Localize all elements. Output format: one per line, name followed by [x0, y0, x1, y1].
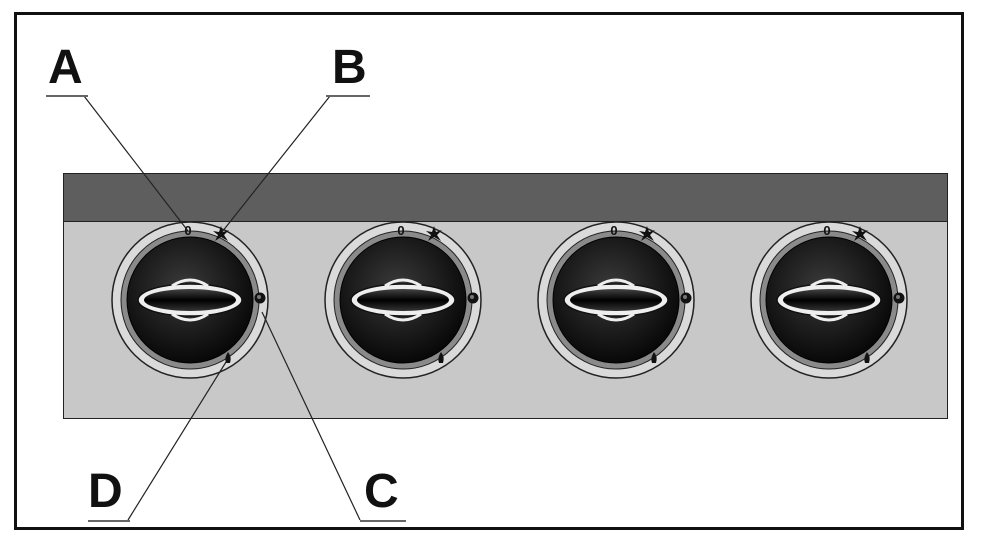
- knob-4[interactable]: 0: [750, 221, 908, 379]
- knob-1-handle[interactable]: [137, 278, 243, 322]
- callout-d-underline: [88, 520, 130, 522]
- ignition-spark-icon: [426, 226, 442, 241]
- max-flame-icon: [467, 292, 479, 304]
- min-flame-icon: [864, 352, 870, 363]
- callout-c-underline: [360, 520, 406, 522]
- callout-d: D: [88, 465, 123, 518]
- knob-2[interactable]: 0: [324, 221, 482, 379]
- min-flame-icon: [651, 352, 657, 363]
- leader-line-c: [261, 311, 361, 521]
- min-flame-icon: [225, 352, 231, 363]
- knob-3-handle[interactable]: [563, 278, 669, 322]
- knob-4-off-label: 0: [823, 223, 830, 238]
- callout-a: A: [48, 41, 83, 94]
- knob-3[interactable]: 0: [537, 221, 695, 379]
- knob-3-off-label: 0: [610, 223, 617, 238]
- knob-2-off-label: 0: [397, 223, 404, 238]
- max-flame-icon: [893, 292, 905, 304]
- ignition-spark-icon: [213, 226, 229, 241]
- callout-b-underline: [326, 95, 370, 97]
- min-flame-icon: [438, 352, 444, 363]
- leader-line-b: [221, 95, 331, 233]
- knob-4-handle[interactable]: [776, 278, 882, 322]
- ignition-spark-icon: [639, 226, 655, 241]
- knob-2-handle[interactable]: [350, 278, 456, 322]
- knob-1[interactable]: 0: [111, 221, 269, 379]
- leader-line-a: [83, 95, 189, 232]
- diagram-frame: [14, 12, 964, 530]
- max-flame-icon: [254, 292, 266, 304]
- callout-b: B: [332, 41, 367, 94]
- max-flame-icon: [680, 292, 692, 304]
- ignition-spark-icon: [852, 226, 868, 241]
- leader-line-d: [127, 361, 227, 521]
- callout-c: C: [364, 465, 399, 518]
- callout-a-underline: [46, 95, 88, 97]
